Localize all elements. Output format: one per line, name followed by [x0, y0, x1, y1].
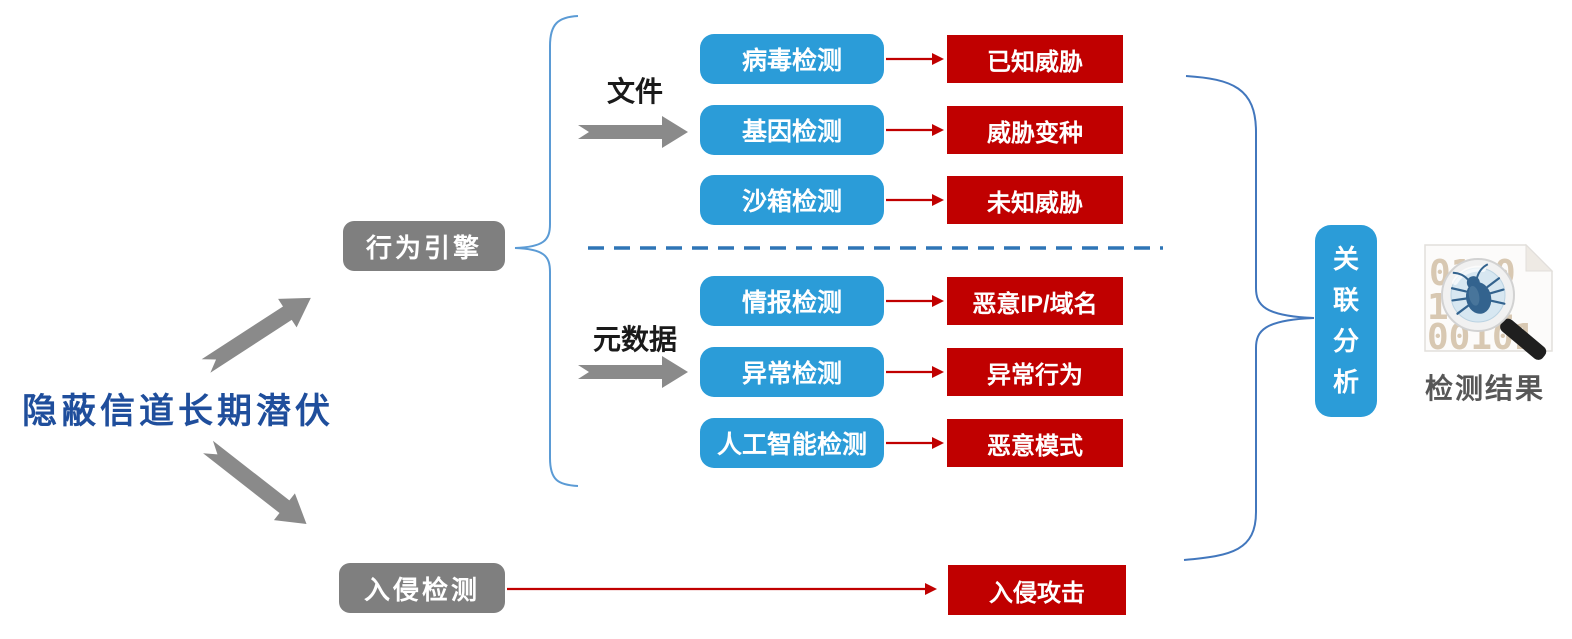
magnifier-handle — [1500, 318, 1547, 360]
source-title: 隐蔽信道长期潜伏 — [22, 392, 335, 431]
detector-box-ai: 人工智能检测 — [700, 418, 884, 468]
behavior-engine-box: 行为引擎 — [343, 221, 505, 271]
detector-box-sandbox: 沙箱检测 — [700, 175, 884, 225]
lens-sheen — [1452, 265, 1486, 285]
result-box-intrusion-attack: 入侵攻击 — [948, 565, 1126, 615]
detector-box-intel: 情报检测 — [700, 276, 884, 326]
right-brace — [1183, 75, 1315, 561]
detection-result-icon: 01 0 1 1 00101 — [1415, 238, 1565, 368]
detector-box-virus: 病毒检测 — [700, 34, 884, 84]
arrow-to-behavior-engine — [201, 297, 311, 373]
result-box-malicious-ip: 恶意IP/域名 — [947, 277, 1123, 325]
detector-box-gene: 基因检测 — [700, 105, 884, 155]
result-box-malicious-pattern: 恶意模式 — [947, 419, 1123, 467]
document-bug-magnifier-icon: 01 0 1 1 00101 — [1424, 243, 1554, 360]
result-box-threat-variant: 威胁变种 — [947, 106, 1123, 154]
document-fold-icon — [1525, 243, 1554, 272]
result-box-known-threat: 已知威胁 — [947, 35, 1123, 83]
intrusion-detection-box: 入侵检测 — [339, 563, 505, 613]
magnifier-icon — [1441, 258, 1547, 360]
detector-box-anomaly: 异常检测 — [700, 347, 884, 397]
correlation-analysis-label: 关联分析 — [1332, 244, 1359, 397]
detection-result-caption: 检测结果 — [1424, 373, 1545, 404]
file-group-label: 文件 — [606, 76, 663, 107]
result-box-unknown-threat: 未知威胁 — [947, 176, 1123, 224]
bug-icon — [1450, 263, 1506, 315]
metadata-group-label: 元数据 — [592, 324, 677, 355]
result-box-abnormal-behavior: 异常行为 — [947, 348, 1123, 396]
arrow-to-intrusion-engine — [203, 440, 307, 524]
metadata-group-arrow — [578, 356, 688, 388]
correlation-analysis-box: 关联分析 — [1315, 225, 1377, 417]
file-group-arrow — [578, 116, 688, 148]
left-brace — [514, 15, 579, 487]
